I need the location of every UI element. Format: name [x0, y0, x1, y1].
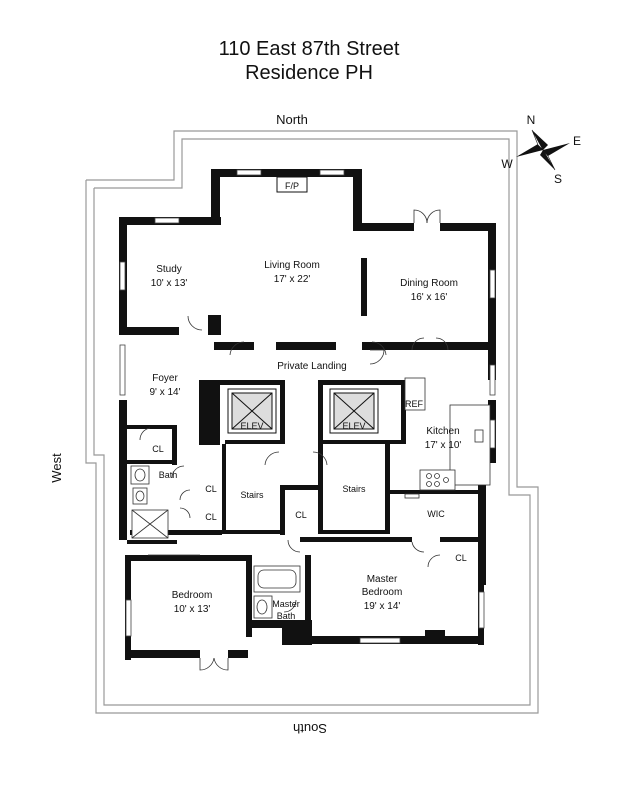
- study-name: Study: [156, 264, 182, 275]
- closet-master-label: CL: [455, 553, 467, 563]
- room-labels: Living Room 17' x 22' Dining Room 16' x …: [149, 260, 466, 621]
- stairs-2-label: Stairs: [342, 484, 366, 494]
- elevator-1-label: ELEV: [240, 421, 263, 431]
- fireplace-label: F/P: [285, 181, 299, 191]
- master-bath-line2: Bath: [277, 611, 296, 621]
- walls: [119, 169, 496, 660]
- terrace-outline: [85, 130, 539, 714]
- west-label: West: [49, 453, 64, 483]
- closet-stairs-label: CL: [295, 510, 307, 520]
- living-room-dims: 17' x 22': [274, 274, 311, 285]
- bedroom-dims: 10' x 13': [174, 604, 211, 615]
- closet-hall-2-label: CL: [205, 512, 217, 522]
- north-label: North: [276, 112, 308, 127]
- elevator-2-label: ELEV: [342, 421, 365, 431]
- doors: [139, 209, 449, 671]
- plan-title-address: 110 East 87th Street: [218, 38, 400, 60]
- plan-title-unit: Residence PH: [245, 62, 373, 84]
- bedroom-name: Bedroom: [172, 590, 213, 601]
- stairs-1-label: Stairs: [240, 490, 264, 500]
- compass-n: N: [527, 113, 536, 127]
- fireplace: F/P: [276, 176, 308, 193]
- compass-rose-icon: N E S W: [501, 113, 581, 186]
- foyer-name: Foyer: [152, 373, 178, 384]
- living-room-name: Living Room: [264, 260, 320, 271]
- study-dims: 10' x 13': [151, 278, 188, 289]
- closet-foyer-label: CL: [152, 444, 164, 454]
- wic-label: WIC: [427, 509, 445, 519]
- dining-room-dims: 16' x 16': [411, 292, 448, 303]
- private-landing-name: Private Landing: [277, 361, 347, 372]
- ref-label: REF: [405, 399, 424, 409]
- dining-room-name: Dining Room: [400, 278, 458, 289]
- master-bedroom-line2: Bedroom: [362, 587, 403, 598]
- closet-hall-1-label: CL: [205, 484, 217, 494]
- master-bath-line1: Master: [272, 599, 300, 609]
- windows: [119, 169, 496, 644]
- compass-w: W: [501, 157, 513, 171]
- compass-s: S: [554, 172, 562, 186]
- kitchen-dims: 17' x 10': [425, 440, 462, 451]
- foyer-dims: 9' x 14': [149, 387, 180, 398]
- master-bedroom-line1: Master: [367, 574, 398, 585]
- kitchen-fixtures: [404, 377, 491, 499]
- south-label: South: [293, 721, 327, 736]
- compass-e: E: [573, 134, 581, 148]
- kitchen-name: Kitchen: [426, 426, 459, 437]
- master-bedroom-dims: 19' x 14': [364, 601, 401, 612]
- bath-fixtures: [130, 465, 301, 619]
- bath-label: Bath: [159, 470, 178, 480]
- elevators: [227, 388, 379, 434]
